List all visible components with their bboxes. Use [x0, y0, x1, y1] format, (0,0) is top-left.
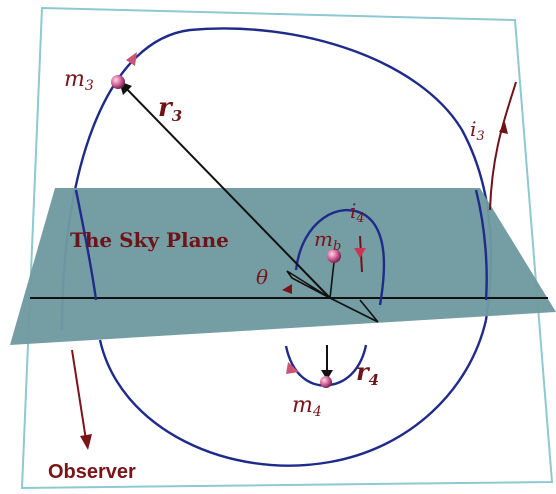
outer-orbit-on-plane-right	[474, 189, 488, 301]
r4-arrowhead	[321, 370, 333, 380]
theta-marker	[282, 284, 292, 294]
body-m3-sphere	[111, 75, 125, 89]
outer-orbit-lower	[98, 319, 488, 467]
label-m4: m4	[292, 393, 322, 420]
observer-vector	[71, 349, 87, 441]
i3-arrowhead	[499, 122, 508, 134]
inner-orbit-upper	[294, 209, 386, 306]
label-i3: i3	[470, 117, 485, 144]
label-m3: m3	[64, 67, 94, 94]
label-observer: Observer	[48, 461, 136, 483]
sky-plane	[10, 188, 556, 345]
label-sky-plane: The Sky Plane	[70, 228, 229, 252]
label-mb: mb	[314, 227, 341, 254]
label-i4: i4	[350, 199, 365, 226]
orbit-direction-arrow-outer	[126, 52, 137, 66]
mb-to-centre-line	[329, 261, 335, 299]
label-theta: θ	[256, 265, 268, 289]
outer-orbit-on-plane-left	[74, 189, 98, 301]
label-r4: r4	[356, 357, 379, 389]
inclination-wedge	[329, 297, 379, 323]
theta-wedge	[286, 270, 331, 299]
i3-vector	[489, 81, 517, 211]
orbit-direction-arrow-inner	[286, 362, 299, 374]
body-mb-sphere	[327, 249, 341, 263]
i4-arrowhead	[354, 248, 366, 258]
body-m4-sphere	[320, 376, 332, 388]
label-r3: r3	[158, 93, 182, 125]
r3-vector	[121, 83, 331, 299]
observer-arrowhead	[80, 434, 92, 450]
